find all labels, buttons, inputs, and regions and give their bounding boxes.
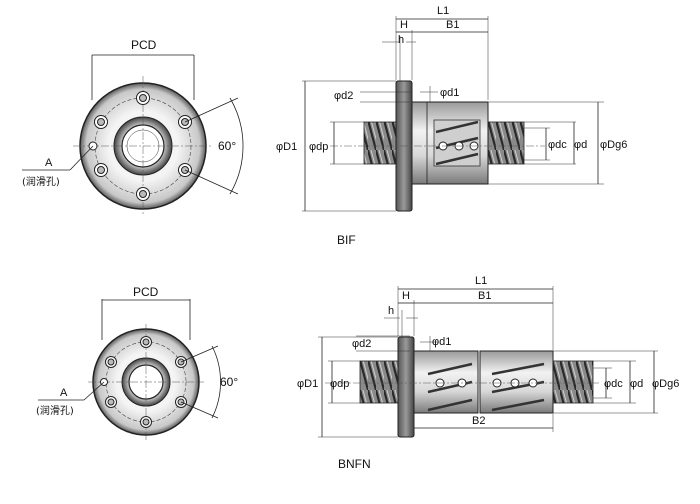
- bnfn-caption: BNFN: [338, 457, 371, 471]
- hole-letter: A: [45, 157, 53, 169]
- hole-note-2: (润滑孔): [36, 404, 74, 417]
- flange-2: [397, 336, 415, 438]
- b2-label: B2: [472, 415, 485, 427]
- d1-label: φd1: [440, 87, 459, 99]
- h-label: H: [400, 19, 408, 31]
- dp-label-2: φdp: [330, 378, 349, 390]
- d-label: φd: [574, 139, 587, 151]
- Dg6-label-2: φDg6: [652, 378, 679, 390]
- D1-label-2: φD1: [297, 378, 318, 390]
- screw-thread-right: [487, 121, 525, 165]
- d2-label-2: φd2: [352, 338, 371, 350]
- bif-caption: BIF: [337, 233, 356, 247]
- screw-thread-left: [363, 121, 397, 165]
- h-small-label: h: [398, 34, 404, 46]
- d1-label-2: φd1: [432, 336, 451, 348]
- bnfn-side-view: L1 H B1 h φd2 φd1 B2 φD1 φdp φdc φd: [297, 275, 679, 438]
- screw-thread-right-2: [552, 360, 594, 404]
- pcd-label-2: PCD: [133, 285, 159, 299]
- screw-thread-left-2: [359, 360, 399, 404]
- pcd-label: PCD: [131, 38, 157, 52]
- b1-label: B1: [446, 19, 459, 31]
- Dg6-label: φDg6: [600, 139, 627, 151]
- h-label-2: H: [402, 290, 410, 302]
- bif-side-view: L1 H B1 h φd2 φd1 φD1 φdp φdc φd φDg6: [276, 5, 627, 212]
- angle-arc: [229, 97, 244, 195]
- hole-letter-2: A: [60, 387, 68, 399]
- d2-label: φd2: [334, 90, 353, 102]
- l1-label: L1: [437, 5, 449, 17]
- bnfn-end-view: PCD A (润滑孔) 60°: [36, 285, 238, 440]
- dc-label-2: φdc: [604, 378, 623, 390]
- bolt-holes: [94, 91, 192, 201]
- hole-note: (润滑孔): [22, 175, 60, 188]
- l1-label-2: L1: [475, 275, 487, 287]
- bif-end-view: PCD A (润滑孔) 60°: [22, 38, 244, 216]
- dc-label: φdc: [548, 139, 567, 151]
- angle-label-2: 60°: [220, 375, 238, 389]
- b1-label-2: B1: [478, 290, 491, 302]
- d-label-2: φd: [630, 378, 643, 390]
- h-small-label-2: h: [388, 305, 394, 317]
- bolt-holes-2: [105, 336, 187, 428]
- D1-label: φD1: [276, 141, 297, 153]
- angle-label: 60°: [218, 139, 236, 153]
- dp-label: φdp: [309, 141, 328, 153]
